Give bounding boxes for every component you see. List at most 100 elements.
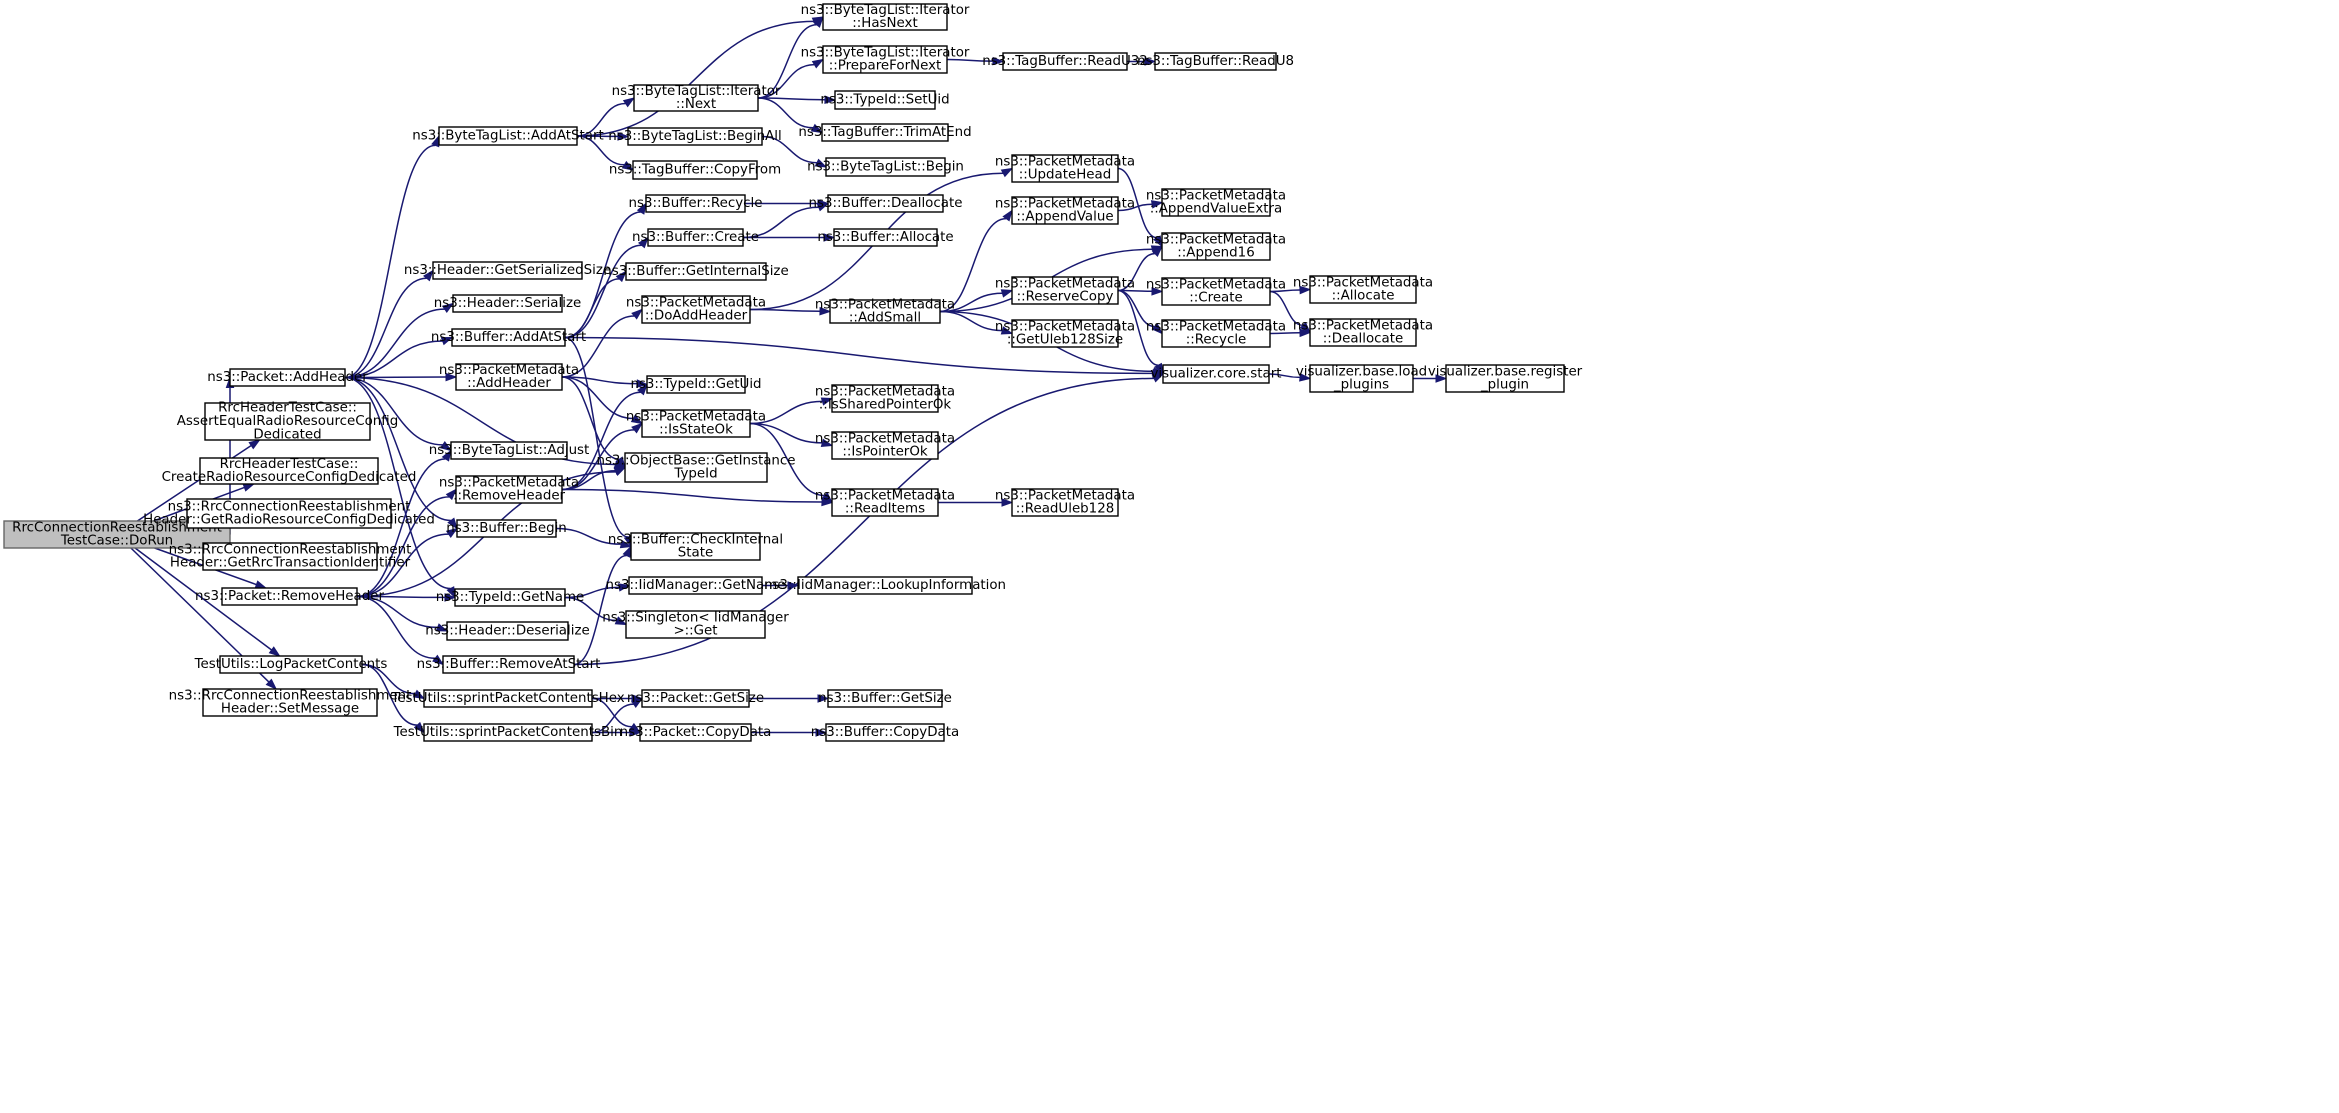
graph-node-pm-create[interactable]: ns3::PacketMetadata::Create	[1146, 277, 1286, 305]
node-box	[229, 368, 346, 387]
graph-node-it-next[interactable]: ns3::ByteTagList::Iterator::Next	[612, 84, 781, 112]
graph-node-root[interactable]: RrcConnectionReestablishmentTestCase::Do…	[3, 520, 231, 549]
graph-node-btl-begin[interactable]: ns3::ByteTagList::Begin	[807, 157, 964, 177]
graph-node-buf-recycle[interactable]: ns3::Buffer::Recycle	[629, 194, 763, 213]
edge-btl-addatstart-to-tb-copyfrom	[576, 135, 625, 166]
node-label: ns3::ByteTagList::BeginAll	[608, 129, 781, 144]
edge-pm-removeheader-to-pm-isstateok	[561, 429, 635, 491]
graph-node-buf-getsize[interactable]: ns3::Buffer::GetSize	[818, 689, 952, 708]
graph-node-rrc-gettrans[interactable]: ns3::RrcConnectionReestablishmentHeader:…	[169, 542, 412, 570]
graph-node-buf-getinternalsize[interactable]: ns3::Buffer::GetInternalSize	[603, 262, 789, 281]
edge-pkt-addheader-to-btl-adjust	[344, 376, 443, 446]
graph-node-pm-appendvalueextra[interactable]: ns3::PacketMetadata::AppendValueExtra	[1146, 188, 1286, 217]
graph-node-buf-begin[interactable]: ns3::Buffer::Begin	[446, 519, 567, 538]
arrowhead	[441, 302, 455, 313]
graph-node-pm-appendvalue[interactable]: ns3::PacketMetadata::AppendValue	[995, 196, 1135, 225]
edge-it-next-to-it-hasnext	[757, 24, 817, 99]
graph-node-tb-copyfrom[interactable]: ns3::TagBuffer::CopyFrom	[609, 160, 781, 180]
graph-node-pm-updatehead[interactable]: ns3::PacketMetadata::UpdateHead	[995, 154, 1135, 183]
graph-node-tid-getuid[interactable]: ns3::TypeId::GetUid	[630, 375, 762, 394]
graph-node-pm-readitems[interactable]: ns3::PacketMetadata::ReadItems	[815, 488, 955, 516]
node-box	[645, 194, 746, 213]
edge-pm-addheader-to-pm-doaddheader	[561, 315, 635, 378]
edge-pkt-addheader-to-hdr-getsersize	[344, 277, 427, 379]
graph-node-tb-readu8[interactable]: ns3::TagBuffer::ReadU8	[1137, 52, 1294, 71]
node-label: TestUtils::sprintPacketContentsBin	[393, 725, 623, 740]
graph-node-it-hasnext[interactable]: ns3::ByteTagList::Iterator::HasNext	[801, 3, 970, 31]
graph-node-btl-addatstart[interactable]: ns3::ByteTagList::AddAtStart	[412, 126, 604, 146]
graph-node-hdr-serialize[interactable]: ns3::Header::Serialize	[434, 294, 581, 313]
node-box	[624, 452, 768, 483]
graph-node-pkt-copydata[interactable]: ns3::Packet::CopyData	[620, 723, 772, 742]
graph-node-pm-append16[interactable]: ns3::PacketMetadata::Append16	[1146, 232, 1286, 261]
node-box	[641, 689, 750, 708]
graph-node-pm-issharedptr[interactable]: ns3::PacketMetadata::IsSharedPointerOk	[815, 384, 955, 412]
node-box	[455, 363, 563, 391]
graph-node-buf-deallocate[interactable]: ns3::Buffer::Deallocate	[809, 194, 963, 213]
graph-node-spr-hex[interactable]: TestUtils::sprintPacketContentsHex	[390, 689, 625, 708]
graph-node-rrc-create[interactable]: RrcHeaderTestCase::CreateRadioResourceCo…	[162, 457, 417, 485]
graph-node-spr-bin[interactable]: TestUtils::sprintPacketContentsBin	[393, 723, 623, 742]
node-label: ns3::PacketMetadata	[439, 475, 579, 490]
node-box	[1445, 364, 1565, 393]
node-label: ns3::TypeId::GetUid	[630, 377, 761, 392]
edge-pm-create-to-pm-deallocate	[1269, 290, 1304, 327]
graph-node-tb-trimatend[interactable]: ns3::TagBuffer::TrimAtEnd	[798, 123, 972, 142]
node-label: TypeId	[673, 467, 717, 482]
graph-node-pm-removeheader[interactable]: ns3::PacketMetadata::RemoveHeader	[439, 475, 579, 503]
graph-node-pkt-addheader[interactable]: ns3::Packet::AddHeader	[207, 368, 368, 387]
arrowhead	[1299, 373, 1312, 382]
graph-node-tb-readu32[interactable]: ns3::TagBuffer::ReadU32	[982, 52, 1148, 71]
graph-node-rrc-getradio[interactable]: ns3::RrcConnectionReestablishmentHeader:…	[143, 498, 435, 529]
graph-node-it-prepare[interactable]: ns3::ByteTagList::Iterator::PrepareForNe…	[801, 45, 970, 74]
graph-node-btl-beginall[interactable]: ns3::ByteTagList::BeginAll	[608, 127, 782, 146]
node-box	[834, 90, 936, 110]
arrowhead	[1000, 289, 1014, 298]
graph-node-vis-core-start[interactable]: visualizer.core.start	[1150, 364, 1282, 384]
graph-node-tid-getname[interactable]: ns3::TypeId::GetName	[436, 588, 585, 607]
arrowhead	[817, 694, 830, 703]
graph-node-iid-lookup[interactable]: ns3::IidManager::LookupInformation	[764, 576, 1006, 595]
node-box	[627, 127, 763, 146]
graph-node-pm-addsmall[interactable]: ns3::PacketMetadata::AddSmall	[815, 297, 955, 325]
graph-node-log-contents[interactable]: TestUtils::LogPacketContents	[194, 655, 388, 674]
node-label: ns3::Buffer::AddAtStart	[431, 330, 586, 345]
graph-node-pm-reservecopy[interactable]: ns3::PacketMetadata::ReserveCopy	[995, 276, 1135, 304]
graph-node-pkt-getsize[interactable]: ns3::Packet::GetSize	[627, 689, 764, 708]
graph-node-rrc-assert[interactable]: RrcHeaderTestCase::AssertEqualRadioResou…	[177, 401, 398, 443]
graph-node-hdr-deserialize[interactable]: ns3::Header::Deserialize	[425, 621, 590, 641]
graph-node-pm-getuleb128size[interactable]: ns3::PacketMetadata::GetUleb128Size	[995, 319, 1135, 347]
graph-node-buf-addatstart[interactable]: ns3::Buffer::AddAtStart	[431, 328, 586, 347]
graph-node-iid-getname[interactable]: ns3::IidManager::GetName	[605, 576, 786, 595]
graph-node-btl-adjust[interactable]: ns3::ByteTagList::Adjust	[429, 441, 590, 460]
node-label: ns3::TagBuffer::ReadU32	[982, 54, 1148, 69]
graph-node-singleton-get[interactable]: ns3::Singleton< IidManager>::Get	[602, 610, 789, 638]
graph-node-pm-doaddheader[interactable]: ns3::PacketMetadata::DoAddHeader	[626, 295, 766, 323]
graph-node-hdr-getsersize[interactable]: ns3::Header::GetSerializedSize	[404, 261, 611, 280]
graph-node-rrc-setmsg[interactable]: ns3::RrcConnectionReestablishmentHeader:…	[169, 688, 412, 716]
graph-node-vis-register-plugin[interactable]: visualizer.base.register_plugin	[1428, 364, 1583, 392]
graph-node-pm-deallocate[interactable]: ns3::PacketMetadata::Deallocate	[1293, 318, 1433, 346]
edge-spr-bin-to-pkt-getsize	[591, 703, 634, 734]
graph-node-buf-create[interactable]: ns3::Buffer::Create	[632, 228, 759, 247]
graph-node-buf-allocate[interactable]: ns3::Buffer::Allocate	[817, 228, 954, 247]
graph-node-pm-addheader[interactable]: ns3::PacketMetadata::AddHeader	[439, 363, 579, 391]
graph-node-pm-isstateok[interactable]: ns3::PacketMetadata::IsStateOk	[626, 409, 766, 437]
graph-node-pm-isptr[interactable]: ns3::PacketMetadata::IsPointerOk	[815, 431, 955, 459]
graph-node-pm-recycle[interactable]: ns3::PacketMetadata::Recycle	[1146, 319, 1286, 347]
graph-node-buf-copydata[interactable]: ns3::Buffer::CopyData	[811, 723, 959, 742]
arrowhead	[412, 689, 426, 700]
graph-node-pm-readuleb128[interactable]: ns3::PacketMetadata::ReadUleb128	[995, 488, 1135, 516]
arrowhead	[819, 306, 832, 316]
graph-node-pm-allocate[interactable]: ns3::PacketMetadata::Allocate	[1293, 275, 1433, 303]
graph-node-pkt-removeheader[interactable]: ns3::Packet::RemoveHeader	[195, 587, 384, 606]
edge-pm-isstateok-to-pm-readitems	[749, 422, 825, 497]
graph-node-buf-removeatstart[interactable]: ns3::Buffer::RemoveAtStart	[417, 655, 601, 674]
graph-node-vis-load-plugins[interactable]: visualizer.base.load_plugins	[1296, 364, 1427, 392]
node-label: Header::GetRadioResourceConfigDedicated	[143, 513, 435, 528]
graph-node-tid-setuid[interactable]: ns3::TypeId::SetUid	[820, 90, 950, 110]
edge-btl-addatstart-to-it-hasnext	[576, 20, 814, 137]
node-label: ns3::IidManager::GetName	[605, 578, 785, 593]
